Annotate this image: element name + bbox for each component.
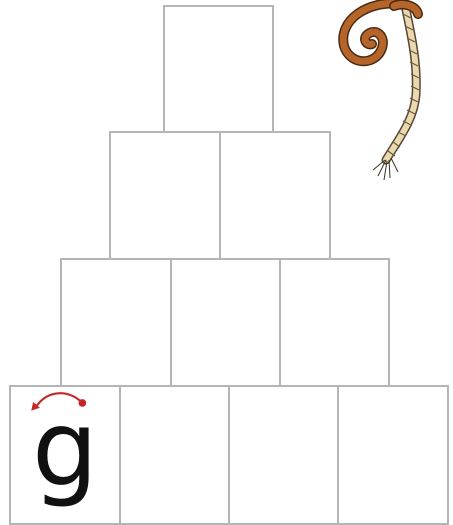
pyramid-cell-row2-1[interactable] <box>109 131 221 260</box>
pyramid-cell-row4-4[interactable] <box>337 385 449 525</box>
monkey-tail-rope-icon <box>328 0 448 185</box>
letter-pyramid-worksheet: g <box>0 0 453 512</box>
pyramid-cell-row2-2[interactable] <box>219 131 331 260</box>
pyramid-cell-row4-1[interactable]: g <box>9 385 121 525</box>
pyramid-cell-row4-2[interactable] <box>119 385 230 525</box>
pyramid-cell-row3-1[interactable] <box>60 258 172 387</box>
pyramid-cell-row3-2[interactable] <box>170 258 281 387</box>
pyramid-cell-row4-3[interactable] <box>228 385 339 525</box>
pyramid-cell-row3-3[interactable] <box>279 258 390 387</box>
model-letter: g <box>11 381 119 517</box>
pyramid-cell-row1-1[interactable] <box>163 5 274 133</box>
